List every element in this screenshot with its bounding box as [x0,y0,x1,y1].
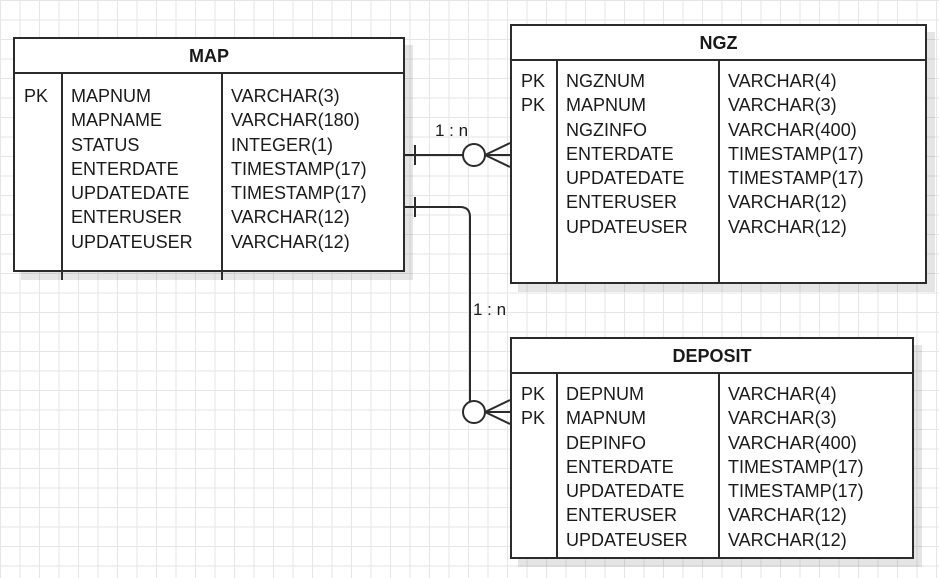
pk-label [512,431,556,455]
entity-title: NGZ [512,26,925,61]
column-type: TIMESTAMP(17) [728,168,864,189]
type-column: VARCHAR(4) VARCHAR(3) VARCHAR(400) TIMESTAM… [720,382,912,557]
column-name: STATUS [71,134,140,155]
column-name: ENTERUSER [566,505,678,526]
column-type: TIMESTAMP(17) [728,481,864,502]
pk-label [512,190,556,214]
pk-label [15,157,61,181]
entity-body: PK PK NGZNUM MAPNUM NGZINFO ENTERDATE UPDATED… [512,61,925,282]
column-name: ENTERDATE [566,143,674,164]
column-divider [556,374,558,557]
type-column: VARCHAR(4) VARCHAR(3) VARCHAR(400) TIMESTAM… [720,69,925,282]
crows-foot-marker [484,142,511,168]
entity-body: PK PK DEPNUM MAPNUM DEPINFO ENTERDATE UPDATED… [512,374,912,557]
column-name: NGZNUM [566,71,645,91]
connector-line [405,206,471,401]
relationship-label-map-ngz: 1 : n [435,121,469,140]
column-divider [718,374,720,557]
type-column: VARCHAR(3) VARCHAR(180) INTEGER(1) TIMESTAM… [223,84,403,280]
column-type: VARCHAR(12) [728,505,847,526]
column-type: VARCHAR(3) [728,95,837,116]
column-type: VARCHAR(180) [231,110,360,131]
column-type: INTEGER(1) [231,134,334,155]
column-type: VARCHAR(400) [728,119,857,140]
column-type: VARCHAR(12) [728,529,847,550]
zero-circle-marker [462,400,486,424]
column-name: UPDATEUSER [566,216,688,237]
pk-label [15,205,61,229]
pk-label: PK [521,71,546,91]
entity-deposit[interactable]: DEPOSIT PK PK DEPNUM MAPNUM DEPINFO ENTERDAT… [510,337,914,559]
pk-label: PK [24,86,49,106]
column-name: MAPNUM [71,86,151,106]
column-name: UPDATEDATE [71,183,190,204]
pk-label [15,108,61,132]
pk-label [512,142,556,166]
relationship-map-deposit [405,197,511,425]
key-column: PK [15,84,61,280]
column-type: VARCHAR(3) [231,86,340,106]
key-column: PK PK [512,382,556,557]
column-type: VARCHAR(4) [728,384,837,404]
entity-map[interactable]: MAP PK MAPNUM MAPNAME STATUS ENTERDATE UPDAT… [13,37,405,280]
column-type: TIMESTAMP(17) [231,183,367,204]
zero-circle-marker [462,143,486,167]
name-column: NGZNUM MAPNUM NGZINFO ENTERDATE UPDATEDATE EN… [558,69,718,282]
entity-body: PK MAPNUM MAPNAME STATUS ENTERDATE UPDATEDAT… [15,74,403,280]
name-column: DEPNUM MAPNUM DEPINFO ENTERDATE UPDATEDATE EN… [558,382,718,557]
entity-ngz[interactable]: NGZ PK PK NGZNUM MAPNUM NGZINFO ENTERDATE UPD… [510,24,927,284]
pk-label: PK [521,408,546,429]
column-type: VARCHAR(12) [231,231,350,252]
column-type: VARCHAR(12) [728,192,847,213]
column-name: ENTERUSER [71,207,183,228]
column-type: VARCHAR(12) [231,207,350,228]
column-name: MAPNUM [566,95,646,116]
column-name: UPDATEDATE [566,168,685,189]
column-name: UPDATEUSER [71,231,193,252]
pk-label [512,528,556,552]
column-type: TIMESTAMP(17) [728,456,864,477]
pk-label: PK [521,384,546,404]
pk-label [512,215,556,239]
column-type: VARCHAR(400) [728,432,857,453]
column-type: VARCHAR(12) [728,216,847,237]
pk-label: PK [521,95,546,116]
column-name: ENTERUSER [566,192,678,213]
pk-label [15,230,61,254]
column-divider [718,61,720,282]
column-name: NGZINFO [566,119,647,140]
relationship-label-map-deposit: 1 : n [473,300,507,319]
column-name: ENTERDATE [566,456,674,477]
column-type: VARCHAR(3) [728,408,837,429]
column-name: MAPNAME [71,110,163,131]
name-column: MAPNUM MAPNAME STATUS ENTERDATE UPDATEDATE EN… [63,84,221,280]
pk-label [512,455,556,479]
column-divider [61,74,63,280]
column-name: UPDATEUSER [566,529,688,550]
column-type: TIMESTAMP(17) [728,143,864,164]
column-name: ENTERDATE [71,158,179,179]
crows-foot-marker [484,399,511,425]
column-name: DEPINFO [566,432,647,453]
column-type: TIMESTAMP(17) [231,158,367,179]
entity-title: DEPOSIT [512,339,912,374]
entity-title: MAP [15,39,403,74]
column-name: DEPNUM [566,384,645,404]
pk-label [15,133,61,157]
column-type: VARCHAR(4) [728,71,837,91]
pk-label [15,181,61,205]
key-column: PK PK [512,69,556,282]
pk-label [512,479,556,503]
column-name: MAPNUM [566,408,646,429]
column-divider [221,74,223,280]
pk-label [512,118,556,142]
pk-label [512,503,556,527]
column-name: UPDATEDATE [566,481,685,502]
column-divider [556,61,558,282]
relationship-map-ngz [405,142,511,168]
pk-label [512,166,556,190]
